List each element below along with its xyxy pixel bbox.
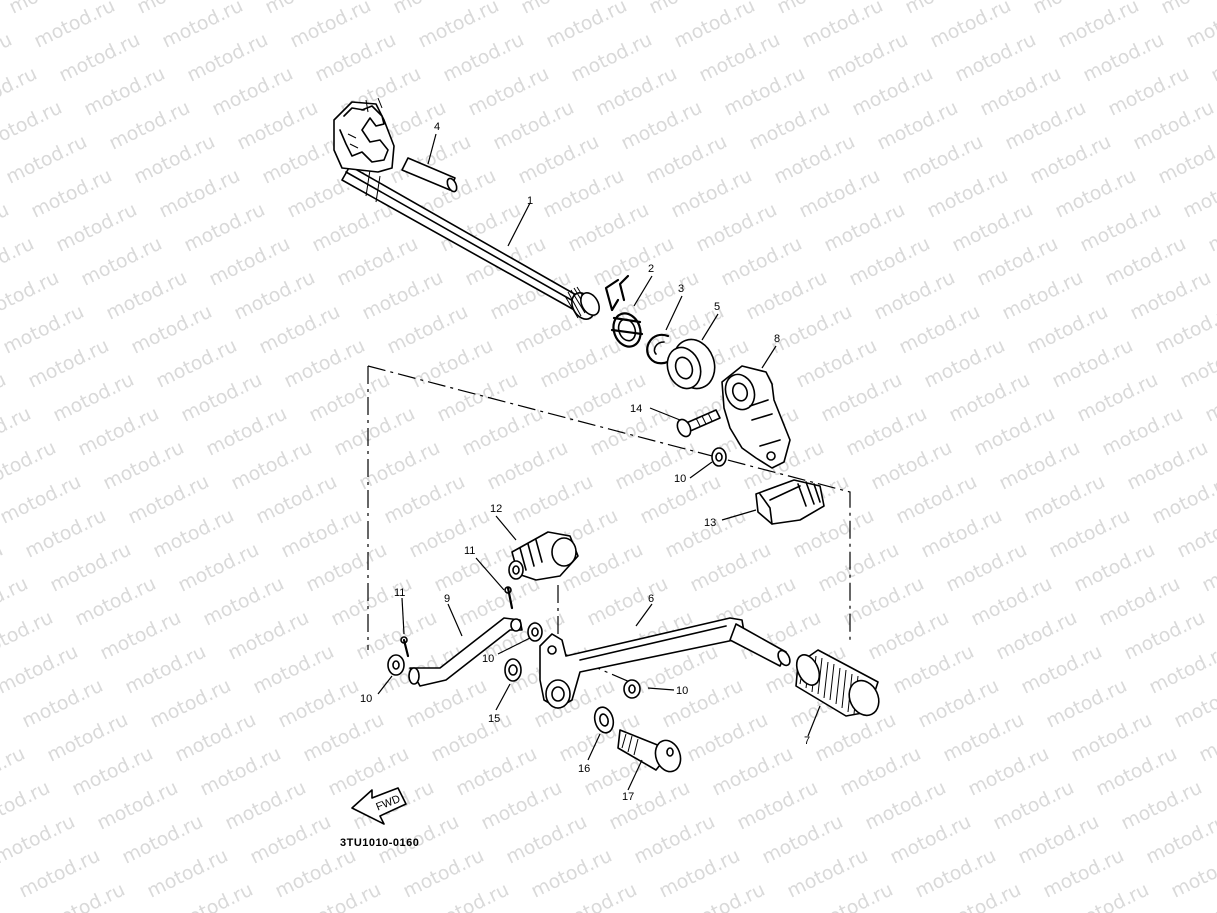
label-part-11-left: 11: [394, 587, 405, 599]
label-part-12: 12: [490, 503, 502, 515]
washer-upper: [711, 447, 727, 467]
label-part-16: 16: [578, 763, 590, 775]
washer-middle: [527, 622, 543, 642]
label-part-14: 14: [630, 403, 642, 415]
torsion-spring: [604, 274, 644, 348]
label-part-6: 6: [648, 593, 654, 605]
clamp-bolt: [676, 409, 721, 438]
shift-shaft: [333, 97, 600, 320]
label-part-17: 17: [622, 791, 634, 803]
part-labels: 1 2 3 4 5 6 7 8 9 10 10 10 10 11 11 12 1…: [360, 121, 810, 803]
diagram-code: 3TU1010-0160: [340, 837, 419, 849]
label-part-9: 9: [444, 593, 450, 605]
rubber-boot-upper: [755, 479, 825, 525]
washer-15: [504, 658, 522, 682]
label-part-5: 5: [714, 301, 720, 313]
label-part-10-upper: 10: [674, 473, 686, 485]
washer-left: [387, 654, 405, 676]
watermark-text: motod.ru: [1158, 0, 1217, 18]
label-part-1: 1: [527, 195, 533, 207]
label-part-10-left: 10: [360, 693, 372, 705]
wave-washer: [593, 706, 615, 734]
label-part-13: 13: [704, 517, 716, 529]
shift-pedal: [539, 617, 791, 709]
watermark-text: motod.ru: [0, 879, 1, 913]
cotter-pin-upper: [504, 586, 514, 610]
shift-rod: [408, 617, 523, 687]
label-part-4: 4: [434, 121, 440, 133]
label-part-10-middle: 10: [482, 653, 494, 665]
shift-lever-clamp: [721, 365, 791, 469]
oil-seal: [666, 338, 716, 390]
fwd-arrow-icon: FWD: [351, 787, 407, 825]
label-part-15: 15: [488, 713, 500, 725]
rubber-boot-lower: [508, 531, 579, 581]
label-part-8: 8: [774, 333, 780, 345]
washer-right: [623, 679, 641, 699]
cotter-pin-left: [400, 636, 410, 658]
pedal-rubber: [795, 649, 880, 717]
label-part-7: 7: [804, 735, 810, 747]
pin: [401, 157, 458, 193]
label-part-2: 2: [648, 263, 654, 275]
label-part-10-right: 10: [676, 685, 688, 697]
leader-lines: [377, 133, 821, 791]
pivot-bolt: [617, 729, 682, 773]
label-part-11-upper: 11: [464, 545, 475, 557]
label-part-3: 3: [678, 283, 684, 295]
